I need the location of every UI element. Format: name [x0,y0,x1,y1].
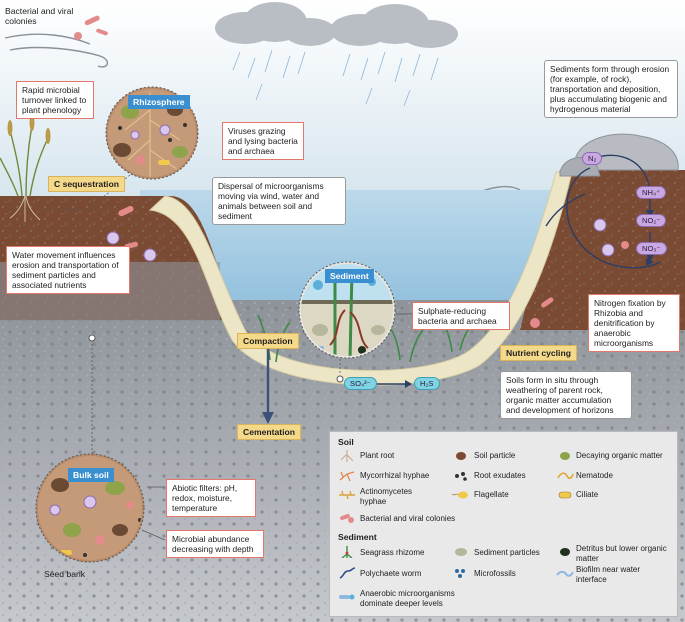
nh4-pill: NH₄⁺ [636,186,667,199]
legend-plant-root: Plant root [360,451,395,460]
microfossils-icon [455,569,465,578]
microbial-abundance-callout: Microbial abundance decreasing with dept… [166,530,264,558]
no2-pill: NO₂⁻ [636,214,667,227]
legend-ciliate: Ciliate [576,490,599,499]
detritus-icon [560,548,570,556]
rhizosphere-tag: Rhizosphere [128,95,190,109]
rapid-turnover-callout: Rapid microbial turnover linked to plant… [16,81,94,119]
sediment-tag: Sediment [325,269,374,283]
legend-decaying-organic-matter: Decaying organic matter [576,451,663,460]
legend-biofilm: Biofilm near water interface [576,565,641,584]
sediments-form-callout: Sediments form through erosion (for exam… [544,60,678,118]
sulphate-reducing-callout: Sulphate-reducing bacteria and archaea [412,302,510,330]
n2-pill: N₂ [582,152,603,165]
plant-root-icon [340,450,354,462]
callout-pointers [141,313,412,541]
ciliate-icon [558,491,572,499]
legend-panel: Soil Plant root Soil particle Decaying o… [329,431,678,617]
legend-detritus: Detritus but lower organic matter [576,544,667,563]
anaerobic-microorganisms-icon [339,594,355,600]
nitrogen-fixation-callout: Nitrogen fixation by Rhizobia and denitr… [588,294,680,352]
nutrient-cycling-tag: Nutrient cycling [500,345,577,361]
bacterial-viral-colonies-label: Bacterial and viral colonies [5,6,74,26]
compaction-tag: Compaction [237,333,299,349]
c-sequestration-tag: C sequestration [48,176,125,192]
legend-microfossils: Microfossils [474,569,516,578]
sediment-zoom [298,261,396,359]
mycorrhizal-hyphae-icon [339,471,355,482]
legend-sediment-title: Sediment [338,532,377,542]
flagellate-icon [452,491,468,499]
rain [232,49,439,107]
bulk-soil-tag: Bulk soil [68,468,114,482]
no3-pill: NO₃⁻ [636,242,667,255]
sulphate-arrow [372,380,412,388]
legend-nematode: Nematode [576,471,613,480]
water-movement-callout: Water movement influences erosion and tr… [6,246,130,294]
legend-flagellate: Flagellate [474,490,509,499]
actinomycetes-hyphae-icon [339,490,355,500]
compaction-arrow [262,346,274,424]
h2s-pill: H₂S [414,377,440,390]
so4-pill: SO₄²⁻ [344,377,377,390]
legend-soil-particle: Soil particle [474,451,516,460]
legend-polychaete-worm: Polychaete worm [360,569,422,578]
cementation-tag: Cementation [237,424,302,440]
nematode-icon [557,472,574,479]
seed-bank-label: Seed bank [44,569,86,579]
legend-root-exudates: Root exudates [474,471,526,480]
viruses-callout: Viruses grazing and lysing bacteria and … [222,122,304,160]
soils-form-callout: Soils form in situ through weathering of… [500,371,632,419]
polychaete-worm-icon [339,567,356,579]
plant-root [9,195,41,222]
bacterial-viral-colonies-icon [340,513,354,523]
soil-particle-icon [456,452,466,460]
legend-actinomycetes-hyphae: Actinomycetes hyphae [360,487,413,506]
biofilm-icon [556,570,574,577]
legend-mycorrhizal-hyphae: Mycorrhizal hyphae [360,471,430,480]
root-exudates-icon [455,472,467,481]
legend-sediment-particles: Sediment particles [474,548,540,557]
legend-seagrass-rhizome: Seagrass rhizome [360,548,425,557]
sediment-particles-icon [455,548,467,556]
rain-clouds [215,2,458,48]
grass-plant [0,124,49,197]
dispersal-callout: Dispersal of microorganisms moving via w… [212,177,346,225]
legend-anaerobic-microorganisms: Anaerobic microorganisms dominate deeper… [360,589,455,608]
abiotic-filters-callout: Abiotic filters: pH, redox, moisture, te… [166,479,256,517]
legend-bacterial-viral-colonies: Bacterial and viral colonies [360,514,456,523]
microbes [74,15,629,328]
legend-soil-title: Soil [338,437,354,447]
seagrass-rhizome-icon [341,546,353,558]
decaying-organic-matter-icon [560,452,570,460]
